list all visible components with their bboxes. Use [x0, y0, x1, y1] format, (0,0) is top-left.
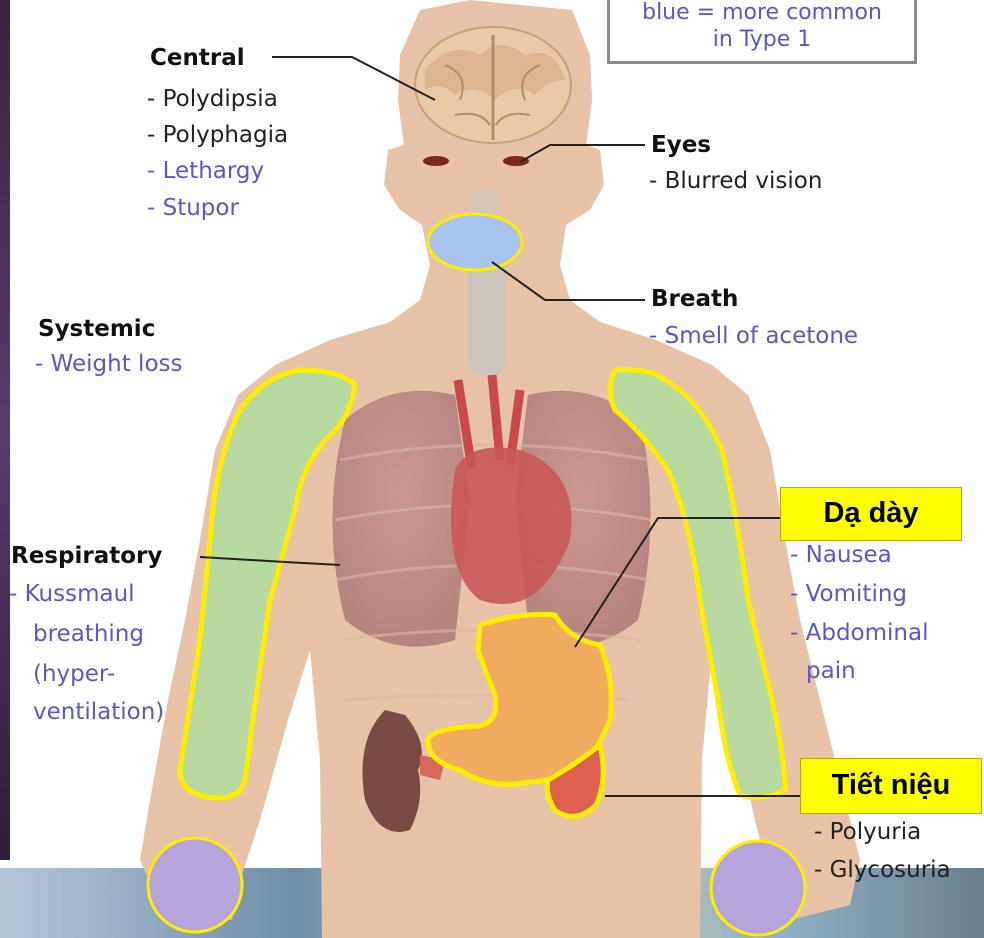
- respiratory-heading: Respiratory: [11, 542, 162, 570]
- breath-item-acetone: - Smell of acetone: [649, 322, 858, 350]
- legend-line-1: blue = more common: [610, 0, 914, 26]
- left-eye: [423, 156, 449, 166]
- mouth-highlight: [428, 214, 522, 270]
- stomach-item-vomiting: - Vomiting: [790, 580, 907, 608]
- respiratory-item-ventilation: ventilation): [33, 698, 164, 726]
- respiratory-item-breathing: breathing: [33, 620, 144, 648]
- left-hand-circle: [148, 838, 242, 932]
- legend-line-2: in Type 1: [610, 26, 914, 53]
- stomach-item-pain: pain: [806, 657, 856, 685]
- brain-illustration: [415, 27, 571, 143]
- right-hand-circle: [711, 841, 805, 935]
- central-item-polyphagia: - Polyphagia: [147, 121, 288, 149]
- stomach-item-nausea: - Nausea: [790, 541, 892, 569]
- respiratory-item-hyper: (hyper-: [33, 660, 115, 688]
- central-heading: Central: [150, 44, 245, 72]
- trachea: [468, 255, 506, 375]
- central-item-lethargy: - Lethargy: [147, 157, 264, 185]
- eyes-heading: Eyes: [651, 131, 711, 159]
- stomach-item-abdominal: - Abdominal: [790, 619, 928, 647]
- right-eye: [503, 156, 529, 166]
- breath-heading: Breath: [651, 285, 738, 313]
- urinary-item-polyuria: - Polyuria: [814, 818, 921, 846]
- respiratory-item-kussmaul: - Kussmaul: [9, 580, 135, 608]
- stomach-tag: Dạ dày: [780, 487, 962, 541]
- urinary-item-glycosuria: - Glycosuria: [814, 856, 951, 884]
- legend-box: blue = more common in Type 1: [607, 0, 917, 64]
- systemic-heading: Systemic: [38, 315, 155, 343]
- central-item-polydipsia: - Polydipsia: [147, 85, 278, 113]
- central-item-stupor: - Stupor: [147, 194, 239, 222]
- eyes-item-blurred-vision: - Blurred vision: [649, 167, 822, 195]
- urinary-tag: Tiết niệu: [800, 758, 982, 814]
- left-edge-strip: [0, 0, 10, 860]
- systemic-item-weight-loss: - Weight loss: [35, 350, 182, 378]
